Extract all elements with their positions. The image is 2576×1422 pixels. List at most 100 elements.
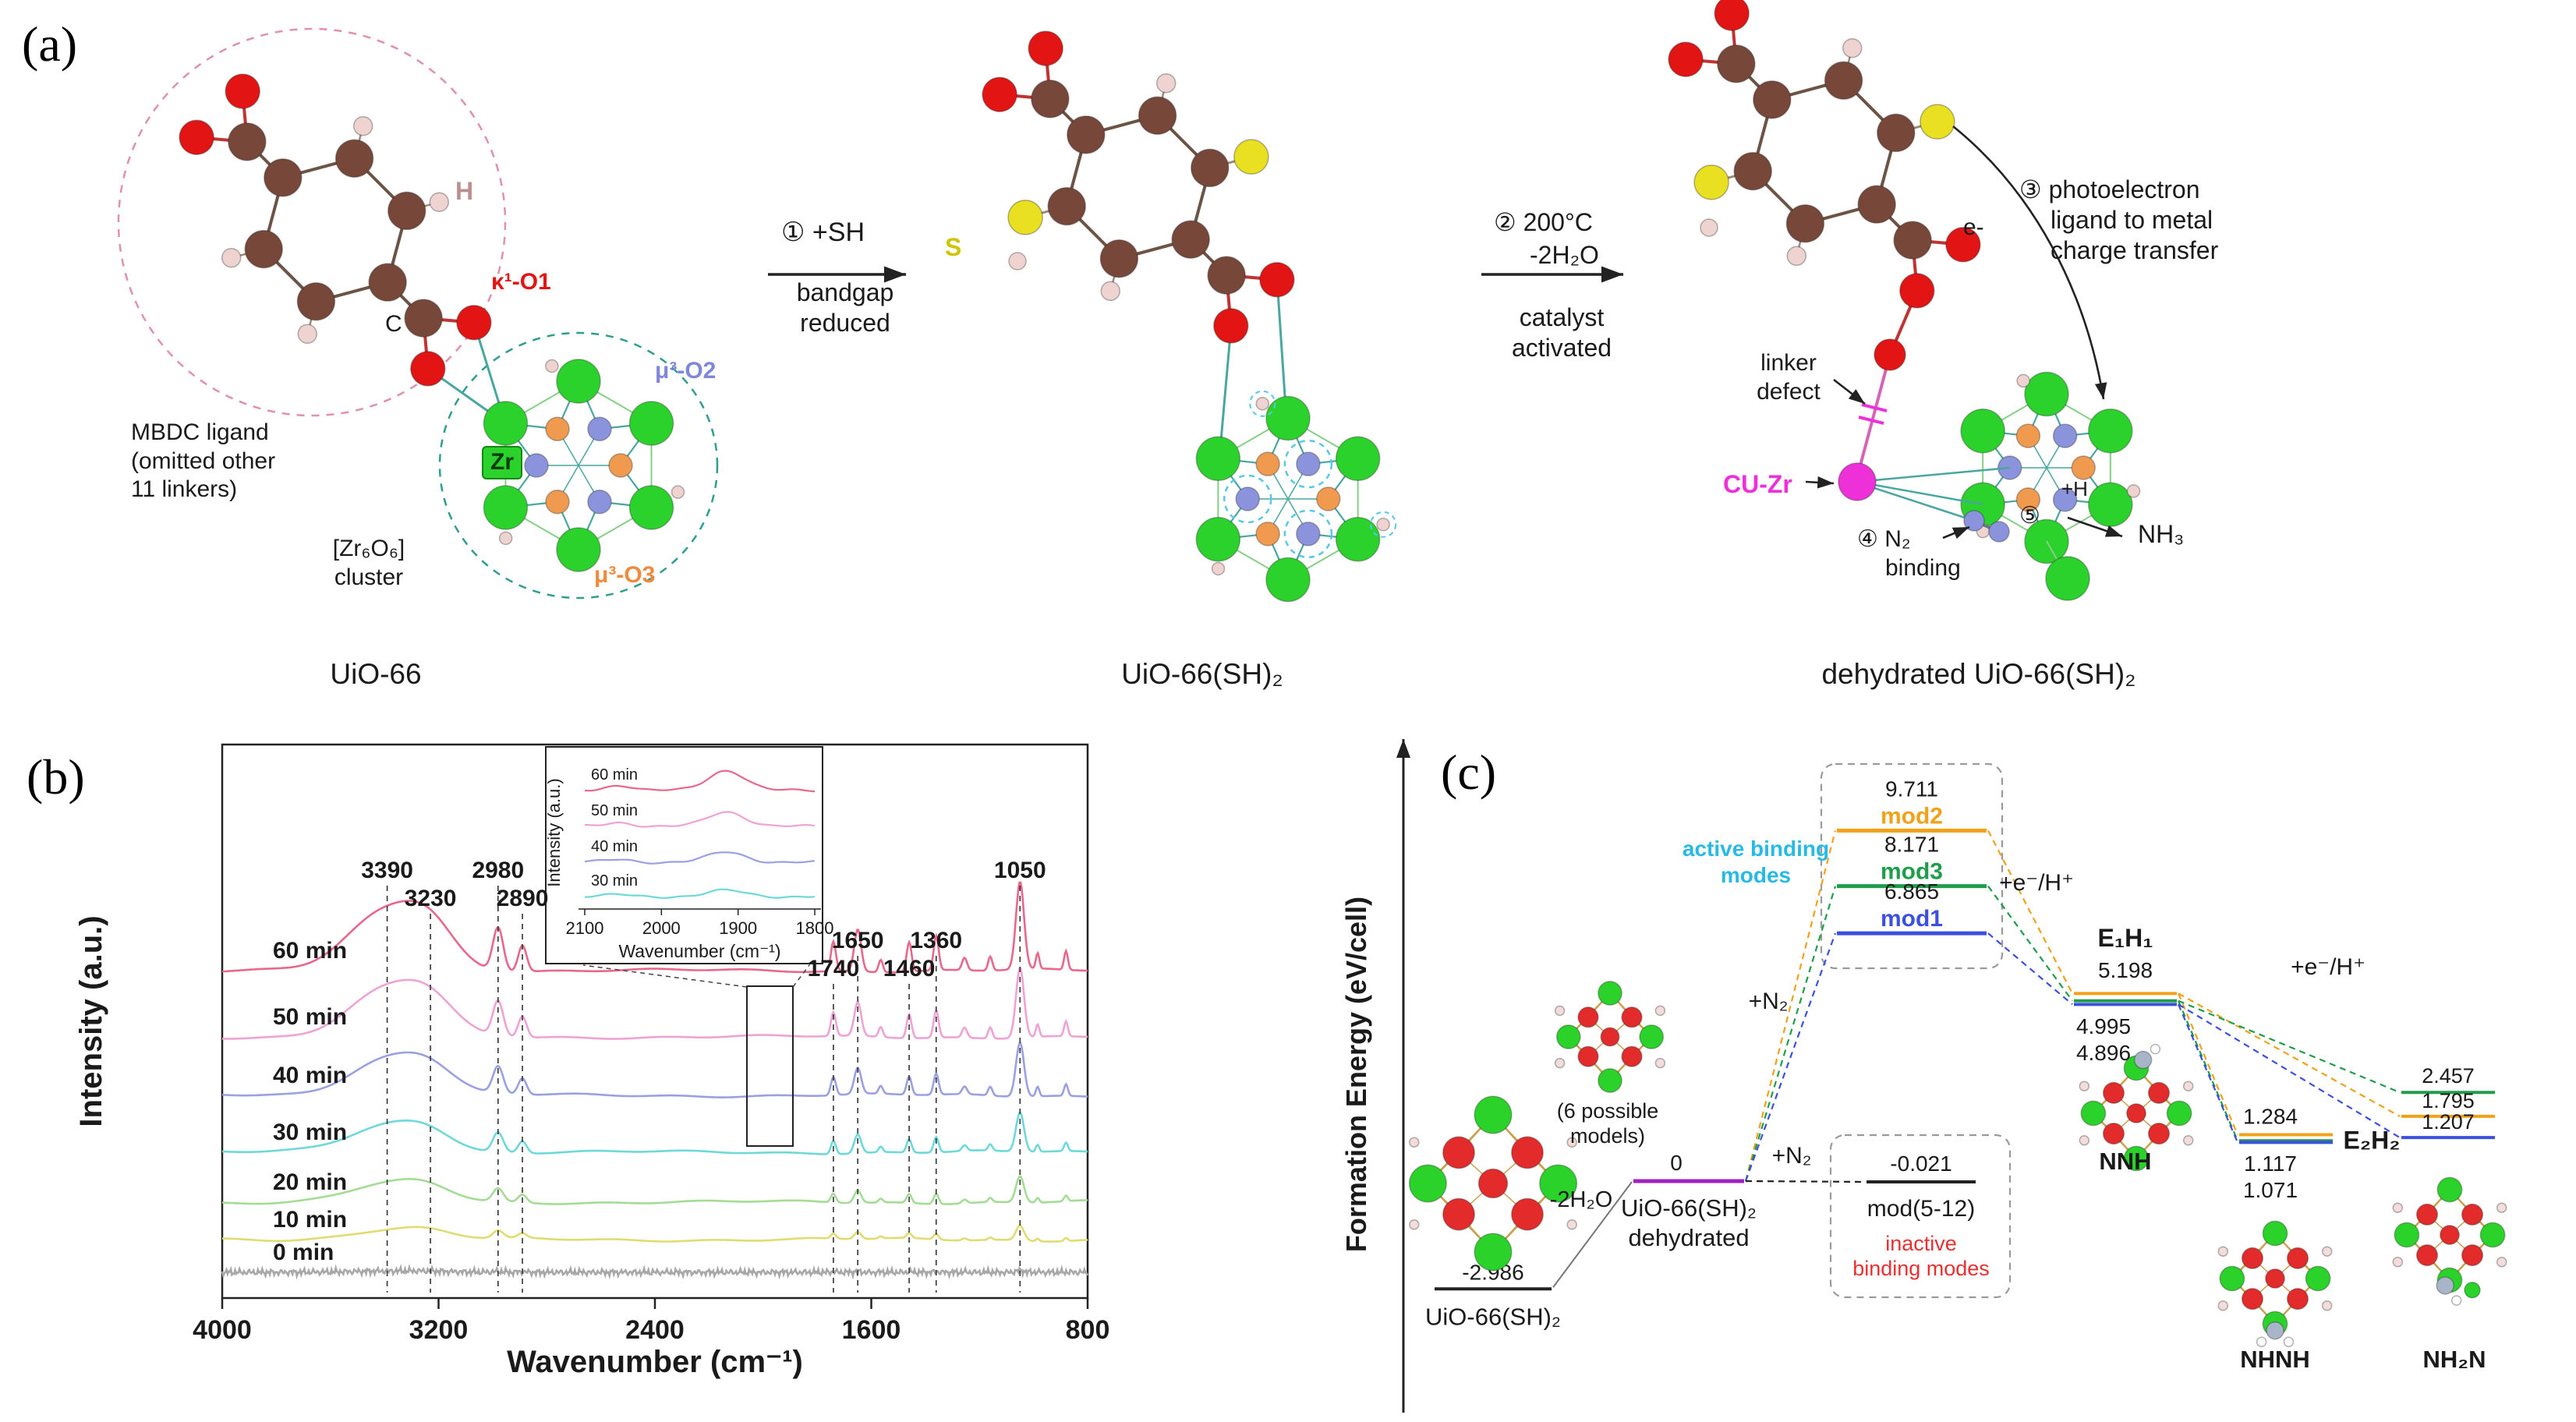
atom <box>2392 1257 2404 1268</box>
atom <box>1824 61 1863 100</box>
atom <box>2147 1123 2171 1145</box>
atom <box>1255 522 1280 547</box>
transition-line <box>1745 1180 1866 1183</box>
annotation: modes <box>1721 863 1791 887</box>
atom <box>2080 1100 2107 1127</box>
energy-value: 5.198 <box>2098 958 2153 982</box>
atom <box>2265 1268 2285 1289</box>
kappa1-o1-label: κ¹-O1 <box>491 269 551 295</box>
transition-line <box>1744 830 1837 1182</box>
atom <box>1654 1057 1666 1069</box>
atom <box>587 416 612 441</box>
atom <box>1335 517 1381 562</box>
zr-badge: Zr <box>482 446 522 479</box>
atom <box>1842 37 1863 58</box>
mu3-o3-label: μ³-O3 <box>594 562 656 588</box>
atom <box>2440 1225 2460 1245</box>
atom <box>1155 73 1177 94</box>
atom <box>1554 1057 1566 1069</box>
atom <box>1316 486 1341 511</box>
annotation: active binding <box>1683 837 1829 861</box>
panel-a-scheme <box>117 0 2141 603</box>
atom <box>1171 220 1210 259</box>
label-line: activated <box>1511 334 1612 363</box>
atom <box>2088 482 2133 527</box>
sulfur-label: S <box>945 233 962 261</box>
energy-value: -0.021 <box>1890 1151 1951 1176</box>
annotation: binding modes <box>1852 1257 1990 1280</box>
label-line: catalyst <box>1519 303 1605 331</box>
atom <box>1566 1137 1577 1148</box>
atom <box>2182 1135 2194 1146</box>
atom <box>1259 262 1295 298</box>
atom <box>2305 1265 2331 1292</box>
atom <box>221 247 242 268</box>
spectrum-30-min <box>222 1112 1088 1155</box>
spectrum-40-min <box>221 1042 1088 1098</box>
atom <box>2079 1135 2090 1146</box>
bond <box>1856 480 1983 506</box>
energy-value: 1.795 <box>2422 1089 2475 1112</box>
atom <box>1511 1136 1544 1169</box>
atom <box>2150 1043 2161 1055</box>
atom <box>628 401 674 446</box>
plus-h-label: +H <box>2061 477 2088 501</box>
atom <box>1785 204 1825 243</box>
state-label: E₁H₁ <box>2098 924 2153 952</box>
transition-line <box>1987 886 2073 1002</box>
atom <box>1733 151 1772 191</box>
atom <box>545 490 570 515</box>
step1-sub-label: bandgap reduced <box>777 278 914 338</box>
atom <box>297 324 318 345</box>
dashed-highlight-circle <box>1249 390 1276 417</box>
atom <box>2286 1247 2309 1269</box>
atom <box>1554 1005 1566 1017</box>
peak-label: 2980 <box>472 858 524 883</box>
hydrogen-label: H <box>455 177 474 205</box>
atom <box>2052 423 2078 448</box>
label-line: bandgap <box>796 278 894 306</box>
label-line: linker <box>1760 350 1817 376</box>
step4-label: ④ N₂ binding <box>1857 525 1961 582</box>
atom <box>1857 185 1896 224</box>
atom <box>2024 371 2069 417</box>
atom <box>1235 486 1260 511</box>
transition-line <box>2177 1003 2239 1143</box>
inset-x-tick: 1900 <box>719 918 757 938</box>
atom <box>456 305 492 341</box>
species-label: NH₂N <box>2423 1346 2486 1373</box>
annotation: (6 possible <box>1557 1099 1659 1123</box>
energy-value: 1.071 <box>2243 1178 2298 1202</box>
inactive-modes-box <box>1829 1134 2012 1299</box>
atom <box>1442 1136 1475 1169</box>
label-line: charge transfer <box>2051 236 2219 265</box>
atom <box>1539 1164 1578 1203</box>
atom <box>2052 487 2078 512</box>
atom <box>1211 561 1226 576</box>
atom <box>556 359 601 404</box>
atom <box>1877 113 1916 153</box>
atom <box>1893 221 1932 260</box>
atom <box>1138 96 1177 135</box>
atom <box>1477 1168 1509 1199</box>
cluster-dashed-circle <box>438 331 719 600</box>
curved-arrow <box>1952 125 2107 400</box>
bond <box>1218 325 1233 459</box>
atom <box>498 531 513 546</box>
transition-line <box>1744 886 1837 1182</box>
y-axis-label: Intensity (a.u.) <box>74 915 108 1127</box>
bond <box>1858 416 1884 425</box>
atom <box>1409 1137 1420 1148</box>
transition-line <box>2177 992 2239 1135</box>
atom <box>404 299 443 338</box>
transition-line <box>2177 1000 2239 1141</box>
atom <box>2450 1295 2462 1306</box>
caption-uio66sh2: UiO-66(SH)₂ <box>1121 658 1283 690</box>
zoom-connector <box>582 964 748 988</box>
atom <box>264 158 303 197</box>
atom <box>244 229 283 269</box>
peak-label: 2890 <box>497 886 549 911</box>
peak-label: 1460 <box>883 956 936 982</box>
atom <box>1191 148 1230 188</box>
atom <box>1233 139 1269 175</box>
